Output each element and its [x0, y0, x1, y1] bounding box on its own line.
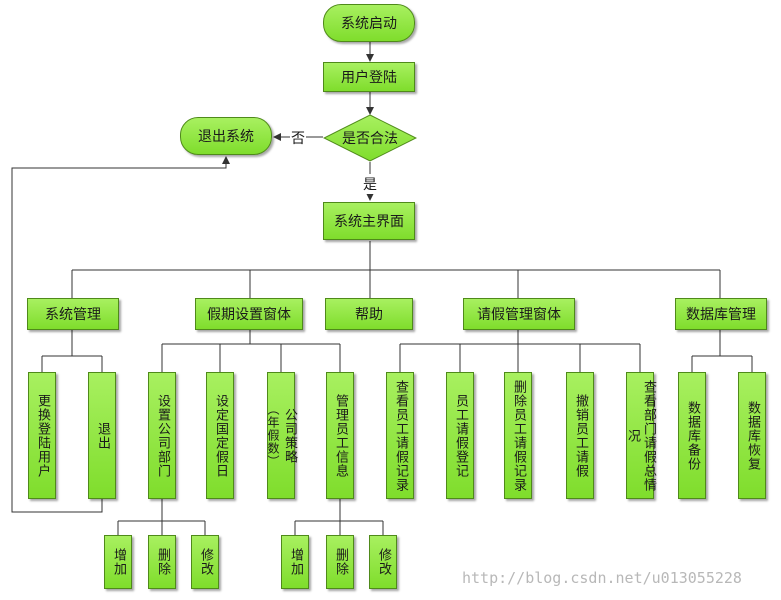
user-login-step: 用户登陆 [323, 62, 415, 92]
yes-branch-label: 是 [362, 174, 378, 194]
staff-add-box: 增加 [281, 535, 309, 589]
dept-add-box: 增加 [104, 535, 132, 589]
exit-system-terminal: 退出系统 [180, 117, 272, 155]
start-terminal: 系统启动 [323, 4, 415, 42]
module-help: 帮助 [325, 298, 413, 330]
module-leave-management: 请假管理窗体 [463, 298, 575, 330]
company-policy-label: 公司策略 [282, 407, 297, 464]
database-restore-box: 数据库恢复 [738, 372, 766, 499]
set-company-dept-box: 设置公司部门 [148, 372, 176, 499]
legality-check-label: 是否合法 [342, 131, 398, 147]
main-interface-box: 系统主界面 [323, 202, 415, 240]
delete-leave-records-box: 删除员工请假记录 [504, 372, 532, 499]
dept-edit-box: 修改 [191, 535, 219, 589]
module-holiday-settings: 假期设置窗体 [195, 298, 303, 330]
manage-staff-info-box: 管理员工信息 [326, 372, 354, 499]
company-policy-box: 公司策略 （年假数） [266, 372, 297, 499]
view-leave-records-box: 查看员工请假记录 [386, 372, 414, 499]
dept-delete-box: 删除 [148, 535, 176, 589]
set-national-holiday-box: 设定国定假日 [206, 372, 234, 499]
watermark-url: http://blog.csdn.net/u013055228 [462, 569, 742, 587]
staff-edit-box: 修改 [369, 535, 397, 589]
logout-box: 退出 [88, 372, 116, 499]
dept-leave-summary-box: 查看部门请假总情况 [625, 372, 656, 499]
no-branch-label: 否 [290, 128, 306, 148]
module-system-management: 系统管理 [27, 298, 119, 330]
annual-leave-note: （年假数） [266, 403, 280, 468]
database-backup-box: 数据库备份 [678, 372, 706, 499]
staff-leave-registration-box: 员工请假登记 [446, 372, 474, 499]
staff-delete-box: 删除 [326, 535, 354, 589]
module-database-management: 数据库管理 [675, 298, 767, 330]
legality-check-diamond [323, 114, 417, 162]
change-login-user-box: 更换登陆用户 [28, 372, 56, 499]
cancel-leave-box: 撤销员工请假 [566, 372, 594, 499]
